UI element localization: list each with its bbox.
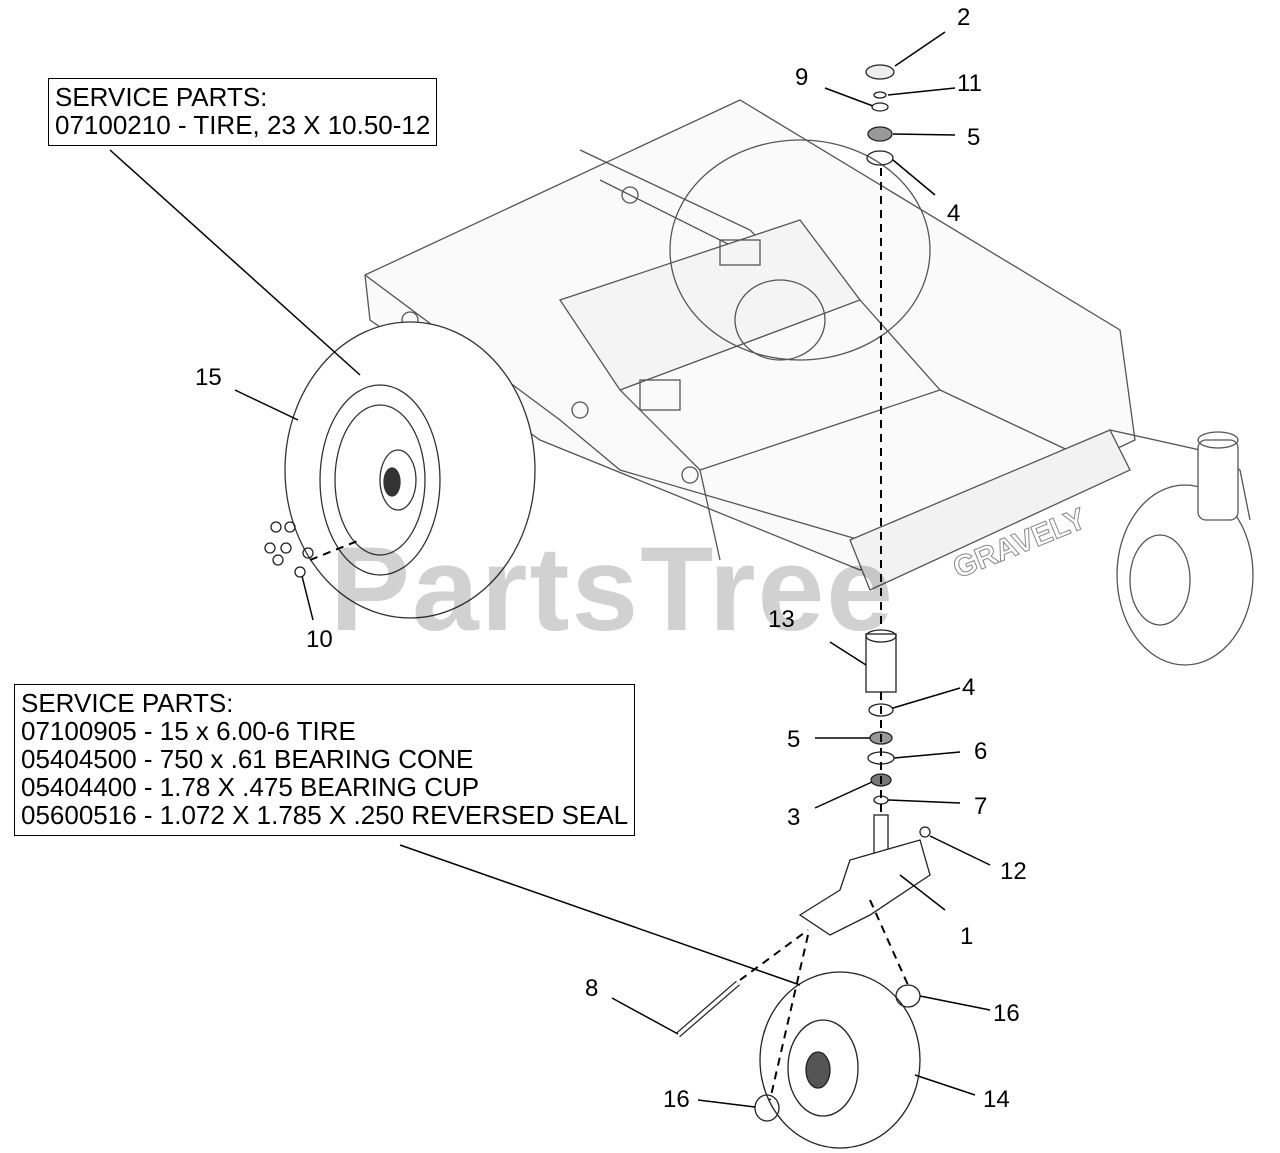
callout-2[interactable]: 2 bbox=[957, 4, 971, 31]
callout-12[interactable]: 12 bbox=[1000, 858, 1027, 885]
callout-1[interactable]: 1 bbox=[960, 923, 974, 950]
service-part-line: 07100210 - TIRE, 23 X 10.50-12 bbox=[55, 110, 431, 140]
callout-7[interactable]: 7 bbox=[974, 793, 988, 820]
caster-tire bbox=[754, 971, 921, 1149]
axle-bolt bbox=[676, 980, 740, 1038]
callout-14[interactable]: 14 bbox=[983, 1086, 1010, 1113]
callout-3[interactable]: 3 bbox=[787, 804, 801, 831]
rear-tire bbox=[284, 321, 536, 619]
callout-5[interactable]: 5 bbox=[787, 726, 801, 753]
caster-fork bbox=[798, 814, 931, 936]
service-part-line: 05600516 - 1.072 X 1.785 X .250 REVERSED… bbox=[21, 800, 629, 830]
callout-13[interactable]: 13 bbox=[768, 606, 795, 633]
watermark: PartsTree bbox=[330, 522, 896, 656]
callout-9[interactable]: 9 bbox=[795, 64, 809, 91]
caster-wheel-right bbox=[1116, 431, 1254, 666]
service-parts-heading: SERVICE PARTS: bbox=[55, 82, 268, 112]
service-parts-heading: SERVICE PARTS: bbox=[21, 688, 234, 718]
service-parts-bottom-box: SERVICE PARTS: 07100905 - 15 x 6.00-6 TI… bbox=[14, 684, 636, 836]
callout-11[interactable]: 11 bbox=[957, 70, 982, 97]
callout-5[interactable]: 5 bbox=[967, 124, 981, 151]
service-parts-top-box: SERVICE PARTS: 07100210 - TIRE, 23 X 10.… bbox=[48, 78, 438, 146]
callout-6[interactable]: 6 bbox=[974, 738, 988, 765]
callout-8[interactable]: 8 bbox=[585, 975, 599, 1002]
leader-lines bbox=[109, 31, 991, 1108]
callout-16[interactable]: 16 bbox=[663, 1086, 690, 1113]
callout-4[interactable]: 4 bbox=[962, 674, 976, 701]
spindle-hardware bbox=[865, 64, 897, 805]
lug-nuts bbox=[264, 521, 314, 578]
service-part-line: 07100905 - 15 x 6.00-6 TIRE bbox=[21, 716, 356, 746]
callout-16[interactable]: 16 bbox=[993, 1000, 1020, 1027]
callout-15[interactable]: 15 bbox=[195, 364, 222, 391]
callout-10[interactable]: 10 bbox=[306, 626, 333, 653]
callout-4[interactable]: 4 bbox=[947, 200, 961, 227]
service-part-line: 05404500 - 750 x .61 BEARING CONE bbox=[21, 744, 474, 774]
service-part-line: 05404400 - 1.78 X .475 BEARING CUP bbox=[21, 772, 480, 802]
assembly-lines bbox=[309, 168, 909, 1101]
